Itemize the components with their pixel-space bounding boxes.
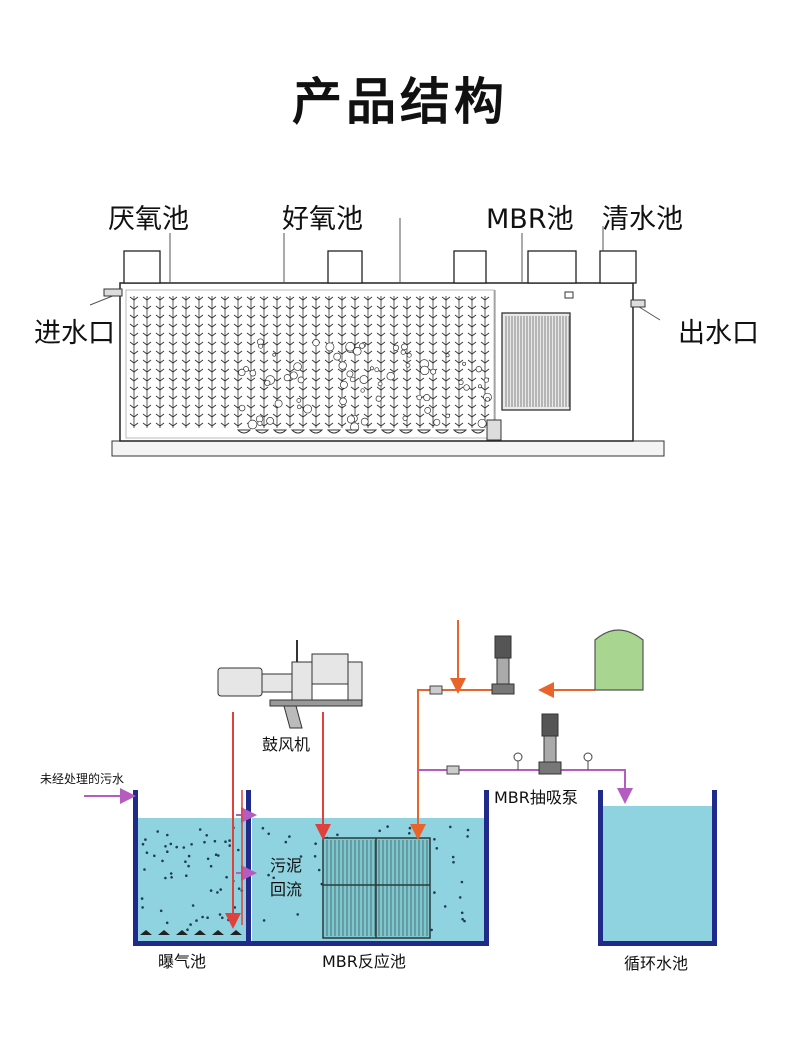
mbr-suction-pump: [538, 713, 562, 775]
label-raw-sewage: 未经处理的污水: [40, 772, 125, 786]
mbr-bracket: [564, 291, 574, 299]
label-aerobic-tank: 好氧池: [282, 204, 363, 235]
hatch-2: [327, 250, 363, 284]
label-sludge-return-2: 回流: [270, 880, 303, 899]
label-mbr-suction-pump: MBR抽吸泵: [494, 788, 578, 807]
label-anaerobic-tank: 厌氧池: [108, 204, 189, 235]
label-blower: 鼓风机: [262, 735, 311, 754]
hatch-3: [453, 250, 487, 284]
hatch-4: [527, 250, 577, 284]
label-outlet: 出水口: [678, 318, 759, 349]
label-circulation-tank: 循环水池: [624, 954, 689, 973]
aeration-bubbles: [238, 338, 492, 432]
product-structure-diagram: [89, 218, 665, 457]
hatch-5: [599, 250, 637, 284]
label-mbr-reactor: MBR反应池: [322, 952, 406, 971]
inner-chamber: [125, 289, 495, 439]
gauges: [513, 752, 593, 770]
label-inlet: 进水口: [34, 318, 115, 349]
chemical-tank: [594, 629, 644, 691]
aeration-tank-water: [137, 818, 248, 942]
leader-lines: [89, 218, 661, 321]
aerator-discs: [236, 429, 486, 434]
backwash-pump: [491, 635, 515, 695]
label-aeration-tank: 曝气池: [158, 952, 207, 971]
label-clear-water-tank: 清水池: [602, 204, 683, 235]
mbr-module: [322, 837, 431, 939]
orange-main-line: [410, 689, 500, 840]
inlet-pipe: [103, 288, 123, 297]
valves: [429, 685, 460, 775]
suction-line: [418, 769, 633, 804]
mbr-pump-small: [486, 419, 502, 441]
outlet-pipe: [630, 299, 646, 308]
page-title: 产品结构: [292, 73, 508, 131]
label-mbr-tank: MBR池: [486, 204, 574, 235]
label-sludge-return-1: 污泥: [270, 856, 303, 875]
blower-unit: [217, 640, 363, 729]
biofilm-carriers: [129, 296, 490, 428]
mbr-membrane-module: [501, 312, 571, 411]
circulation-tank-water: [603, 806, 713, 942]
hatch-1: [123, 250, 161, 284]
aeration-diffusers: [140, 930, 242, 935]
